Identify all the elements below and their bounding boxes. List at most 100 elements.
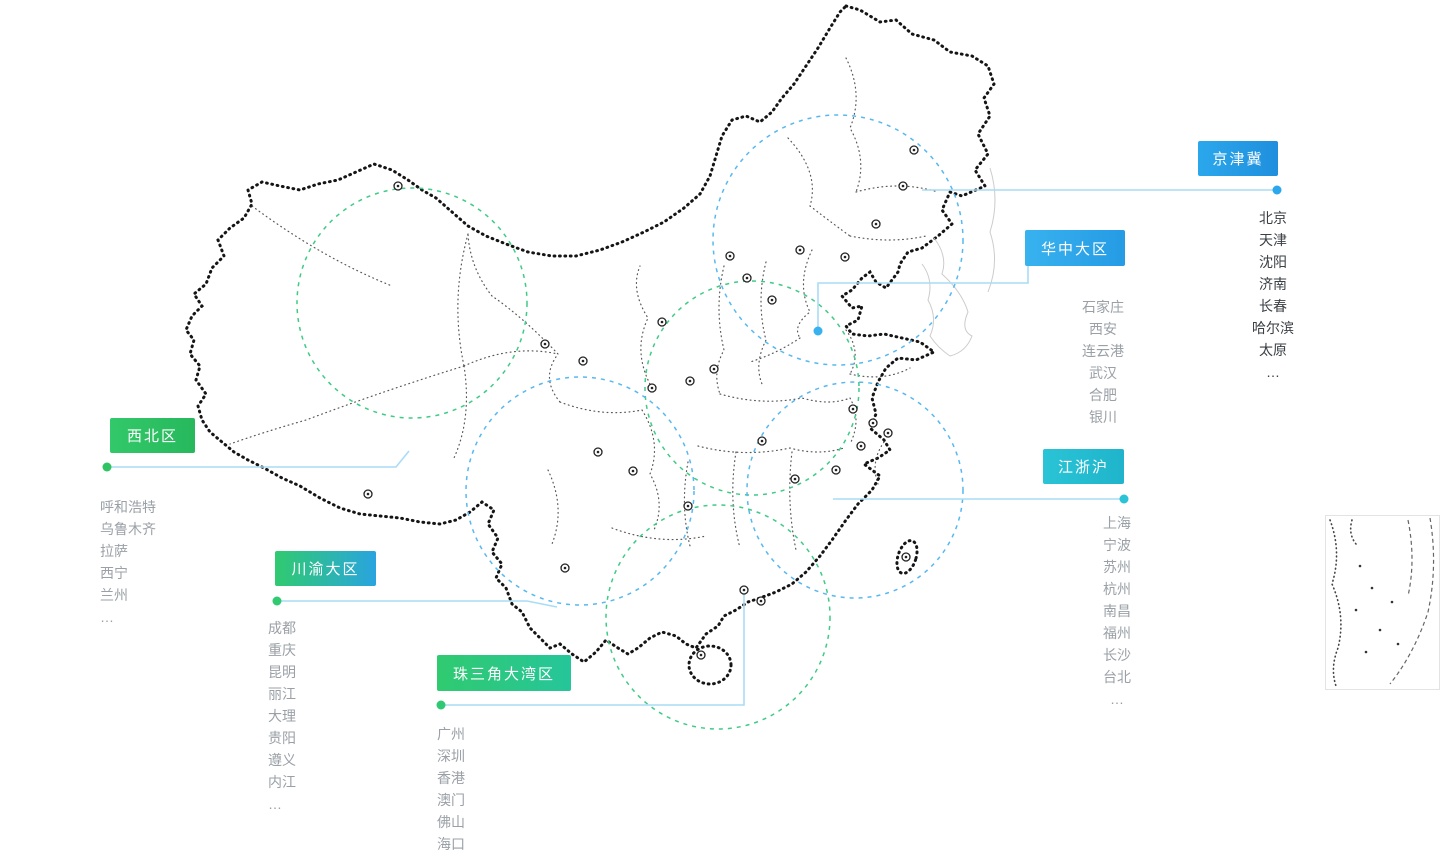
city-item: … — [100, 609, 114, 625]
city-item: 沈阳 — [1259, 254, 1287, 270]
city-list-jingjinji: 北京天津沈阳济南长春哈尔滨太原… — [1232, 207, 1314, 383]
city-marker-icon — [868, 418, 878, 428]
city-item: 呼和浩特 — [100, 499, 156, 515]
coverage-circles — [296, 114, 964, 730]
city-marker-icon — [683, 501, 693, 511]
neighbor-coastlines — [921, 167, 996, 357]
city-marker-icon — [593, 447, 603, 457]
city-item: 大理 — [268, 708, 296, 724]
city-item: 丽江 — [268, 686, 296, 702]
connector-dot-zhusanjiao — [436, 700, 446, 710]
city-item: 哈尔滨 — [1252, 320, 1294, 336]
city-marker-icon — [363, 489, 373, 499]
city-item: … — [437, 858, 451, 868]
city-item: 合肥 — [1089, 387, 1117, 403]
city-item: 广州 — [437, 726, 465, 742]
city-marker-icon — [909, 145, 919, 155]
city-marker-icon — [739, 585, 749, 595]
hainan-island — [687, 644, 733, 686]
city-marker-icon — [628, 466, 638, 476]
inset-hainan — [1349, 519, 1357, 545]
region-badge-huazhong[interactable]: 华中大区 — [1025, 230, 1125, 266]
city-marker-icon — [578, 356, 588, 366]
connector-dot-xibei — [102, 462, 112, 472]
city-item: 太原 — [1259, 342, 1287, 358]
city-markers — [363, 145, 919, 660]
city-marker-icon — [685, 376, 695, 386]
city-item: 杭州 — [1103, 581, 1131, 597]
city-item: 香港 — [437, 770, 465, 786]
region-badge-jiangzhehu[interactable]: 江浙沪 — [1043, 449, 1124, 484]
city-marker-icon — [856, 441, 866, 451]
coverage-circle-jiangzhehu — [746, 381, 964, 599]
city-list-huazhong: 石家庄西安连云港武汉合肥银川 — [1063, 296, 1143, 428]
city-item: 北京 — [1259, 210, 1287, 226]
coverage-circle-jingjinji — [712, 114, 964, 366]
city-marker-icon — [696, 650, 706, 660]
city-list-zhusanjiao: 广州深圳香港澳门佛山海口… — [437, 723, 465, 868]
city-item: 福州 — [1103, 625, 1131, 641]
south-china-sea-inset — [1325, 515, 1440, 690]
region-badge-zhusanjiao[interactable]: 珠三角大湾区 — [437, 655, 571, 691]
connector-huazhong — [817, 266, 1029, 328]
region-badge-xibei[interactable]: 西北区 — [110, 418, 195, 453]
city-item: 贵阳 — [268, 730, 296, 746]
region-badge-chuanyu[interactable]: 川渝大区 — [275, 551, 376, 586]
city-list-xibei: 呼和浩特乌鲁木齐拉萨西宁兰州 … — [100, 496, 156, 628]
city-item: 连云港 — [1082, 343, 1124, 359]
city-item: 西安 — [1089, 321, 1117, 337]
province-borders — [229, 57, 939, 551]
city-marker-icon — [898, 181, 908, 191]
city-list-chuanyu: 成都重庆昆明丽江大理贵阳遵义内江… — [268, 617, 296, 815]
city-marker-icon — [883, 428, 893, 438]
city-item: 深圳 — [437, 748, 465, 764]
city-marker-icon — [871, 219, 881, 229]
city-marker-icon — [848, 404, 858, 414]
inset-islands — [1354, 564, 1400, 654]
city-item: 苏州 — [1103, 559, 1131, 575]
city-item: … — [268, 796, 282, 812]
city-marker-icon — [393, 181, 403, 191]
city-marker-icon — [757, 436, 767, 446]
city-item: 遵义 — [268, 752, 296, 768]
city-item: 澳门 — [437, 792, 465, 808]
city-item: 银川 — [1089, 409, 1117, 425]
city-marker-icon — [795, 245, 805, 255]
connector-xibei — [107, 450, 410, 468]
city-item: 拉萨 — [100, 543, 128, 559]
inset-dash-line-right — [1389, 517, 1435, 685]
city-marker-icon — [790, 474, 800, 484]
city-item: 兰州 — [100, 587, 128, 603]
inset-coastline — [1329, 519, 1342, 687]
city-item: 上海 — [1103, 515, 1131, 531]
city-marker-icon — [560, 563, 570, 573]
city-item: 西宁 — [100, 565, 128, 581]
region-badge-jingjinji[interactable]: 京津冀 — [1198, 141, 1278, 176]
city-marker-icon — [657, 317, 667, 327]
city-item: 石家庄 — [1082, 299, 1124, 315]
china-border-outline — [184, 4, 996, 686]
connector-dot-jiangzhehu — [1119, 494, 1129, 504]
city-marker-icon — [709, 364, 719, 374]
city-marker-icon — [540, 339, 550, 349]
region-connectors — [107, 189, 1277, 706]
connector-dot-chuanyu — [272, 596, 282, 606]
city-item: 重庆 — [268, 642, 296, 658]
city-item: 天津 — [1259, 232, 1287, 248]
city-marker-icon — [901, 552, 911, 562]
city-marker-icon — [742, 273, 752, 283]
city-marker-icon — [756, 596, 766, 606]
city-marker-icon — [831, 465, 841, 475]
coverage-circle-xibei — [296, 187, 528, 419]
city-item: 济南 — [1259, 276, 1287, 292]
city-item: 乌鲁木齐 — [100, 521, 156, 537]
inset-dash-line-inner — [1407, 519, 1413, 597]
city-item: 佛山 — [437, 814, 465, 830]
city-item: … — [1110, 691, 1124, 707]
city-item: … — [1266, 364, 1280, 380]
connector-dot-jingjinji — [1272, 185, 1282, 195]
city-item: 成都 — [268, 620, 296, 636]
city-item: 台北 — [1103, 669, 1131, 685]
